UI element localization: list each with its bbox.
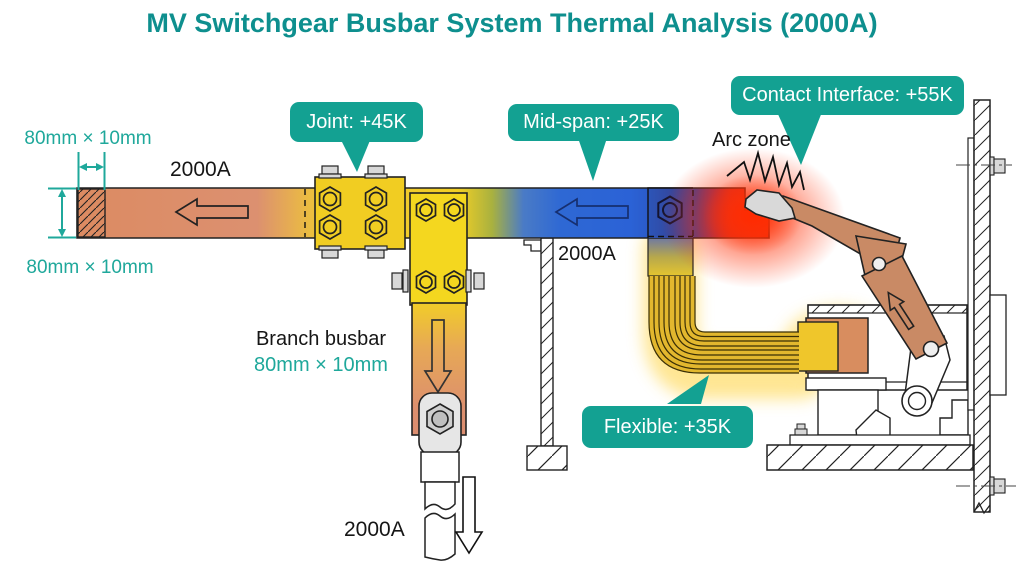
joint-edge-bolts bbox=[318, 165, 485, 293]
joint-nuts bbox=[318, 186, 465, 294]
base-plate bbox=[766, 434, 974, 471]
busbar-end-cap bbox=[77, 188, 106, 238]
current-label-main: 2000A bbox=[170, 158, 231, 181]
dimension-label-side: 80mm × 10mm bbox=[26, 257, 154, 278]
elbow-pivot bbox=[871, 256, 887, 272]
annotation-joint: Joint: +45K bbox=[290, 102, 423, 142]
annotation-contact: Contact Interface: +55K bbox=[731, 76, 964, 115]
mounting-panel bbox=[956, 99, 1016, 515]
current-label-cable: 2000A bbox=[344, 518, 405, 541]
current-arrow-branch bbox=[423, 319, 453, 394]
power-cable bbox=[420, 451, 484, 561]
flexible-braid bbox=[648, 276, 799, 374]
switch-arm bbox=[744, 189, 949, 361]
support-insulator bbox=[523, 237, 568, 471]
branch-busbar-label: Branch busbar bbox=[255, 328, 387, 350]
current-arrow-left bbox=[174, 197, 249, 227]
annotation-midspan: Mid-span: +25K bbox=[508, 104, 679, 141]
arm-motion-arrow bbox=[887, 291, 915, 331]
current-arrow-mid bbox=[554, 197, 629, 227]
contact-finger bbox=[744, 189, 797, 222]
lower-pivot bbox=[922, 340, 940, 358]
branch-dimension-label: 80mm × 10mm bbox=[254, 354, 388, 376]
dimension-arrows bbox=[48, 152, 106, 239]
page-title: MV Switchgear Busbar System Thermal Anal… bbox=[146, 8, 878, 38]
arc-spark-icon bbox=[726, 149, 805, 191]
terminal-block bbox=[797, 317, 869, 374]
panel-bolt-top bbox=[956, 156, 1012, 176]
panel-bolt-bottom bbox=[956, 476, 1016, 496]
arc-zone-label: Arc zone bbox=[712, 129, 791, 151]
current-label-tap: 2000A bbox=[558, 243, 616, 265]
callout-tails bbox=[340, 112, 822, 404]
switch-arm-lower bbox=[860, 254, 949, 361]
joint-assembly bbox=[314, 165, 485, 306]
dimension-label-top: 80mm × 10mm bbox=[24, 128, 152, 149]
cable-lug bbox=[418, 392, 462, 456]
annotation-flexible: Flexible: +35K bbox=[582, 406, 753, 448]
current-arrow-cable bbox=[454, 476, 484, 555]
